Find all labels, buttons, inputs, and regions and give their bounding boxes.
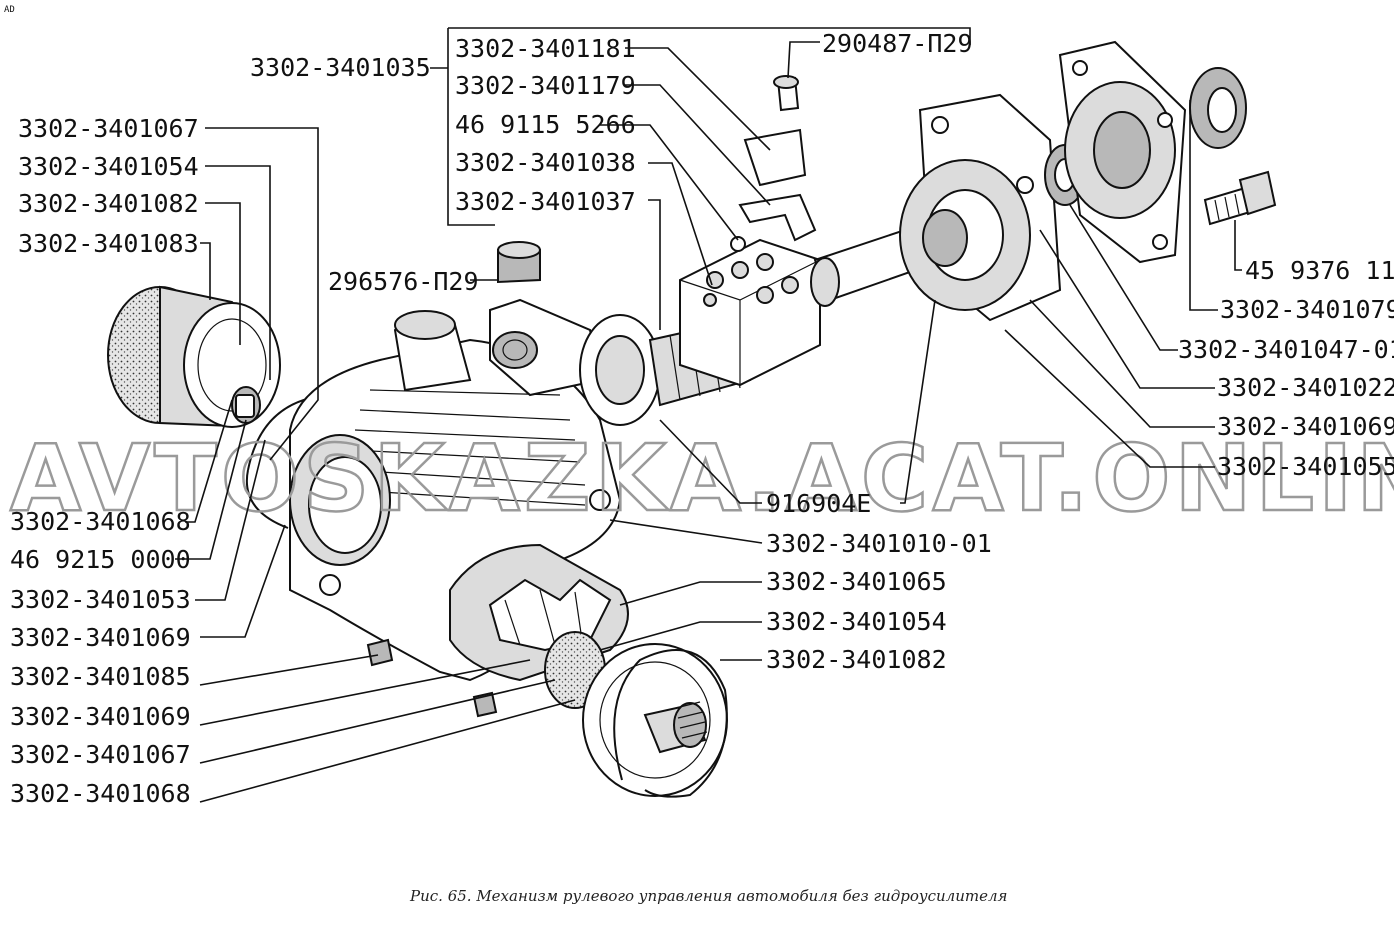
flange-bolt (1203, 170, 1277, 226)
label-46-9215-0000: 46 9215 0000 (10, 545, 191, 574)
label-3302-3401055: 3302-3401055 (1217, 452, 1394, 481)
oil-seal (1189, 67, 1247, 149)
label-3302-3401037: 3302-3401037 (455, 187, 636, 216)
label-3302-3401038: 3302-3401038 (455, 148, 636, 177)
label-3302-3401181: 3302-3401181 (455, 34, 636, 63)
label-3302-3401068-bottom-left: 3302-3401068 (10, 779, 191, 808)
label-916904e: 916904Е (766, 489, 871, 518)
clamp-parts (497, 75, 817, 284)
label-3302-3401079: 3302-3401079 (1220, 295, 1394, 324)
label-3302-3401022: 3302-3401022 (1217, 373, 1394, 402)
label-3302-3401054-mid: 3302-3401054 (766, 607, 947, 636)
label-3302-3401069-bottom-left: 3302-3401069 (10, 702, 191, 731)
label-3302-3401069-left: 3302-3401069 (10, 623, 191, 652)
left-end-cap (107, 285, 281, 428)
label-3302-3401085: 3302-3401085 (10, 662, 191, 691)
label-290487-p29: 290487-П29 (822, 29, 973, 58)
label-3302-3401035: 3302-3401035 (250, 53, 431, 82)
label-3302-3401082-mid: 3302-3401082 (766, 645, 947, 674)
small-bolts (366, 638, 498, 718)
label-3302-3401054-left: 3302-3401054 (18, 152, 199, 181)
leader-lines (175, 27, 1242, 803)
label-3302-3401069-right: 3302-3401069 (1217, 412, 1394, 441)
label-45-9376-1165: 45 9376 1165 (1245, 256, 1394, 285)
label-3302-3401065: 3302-3401065 (766, 567, 947, 596)
label-46-9115-5266: 46 9115 5266 (455, 110, 636, 139)
label-3302-3401083: 3302-3401083 (18, 229, 199, 258)
label-3302-3401067-top: 3302-3401067 (18, 114, 199, 143)
label-3302-3401067-bottom-left: 3302-3401067 (10, 740, 191, 769)
worm-seal-rings (579, 314, 661, 426)
label-3302-3401053: 3302-3401053 (10, 585, 191, 614)
bearing-flange (899, 93, 1062, 322)
side-cover (544, 631, 728, 798)
part-number-labels: 3302-3401035 3302-3401181 290487-П29 330… (10, 29, 1394, 808)
end-flange (1058, 40, 1187, 264)
label-3302-3401082-left: 3302-3401082 (18, 189, 199, 218)
corner-mark: AD (4, 5, 15, 15)
label-3302-3401068-left: 3302-3401068 (10, 507, 191, 536)
watermark-text: AVTOSKAZKA.ACAT.ONLINE (10, 425, 1394, 532)
label-3302-3401179: 3302-3401179 (455, 71, 636, 100)
figure-caption: Рис. 65. Механизм рулевого управления ав… (409, 887, 1007, 905)
parts-group (107, 40, 1277, 798)
label-296576-p29: 296576-П29 (328, 267, 479, 296)
label-3302-3401010-01: 3302-3401010-01 (766, 529, 992, 558)
label-3302-3401047-01: 3302-3401047-01 (1178, 335, 1394, 364)
valve-block (679, 238, 821, 387)
